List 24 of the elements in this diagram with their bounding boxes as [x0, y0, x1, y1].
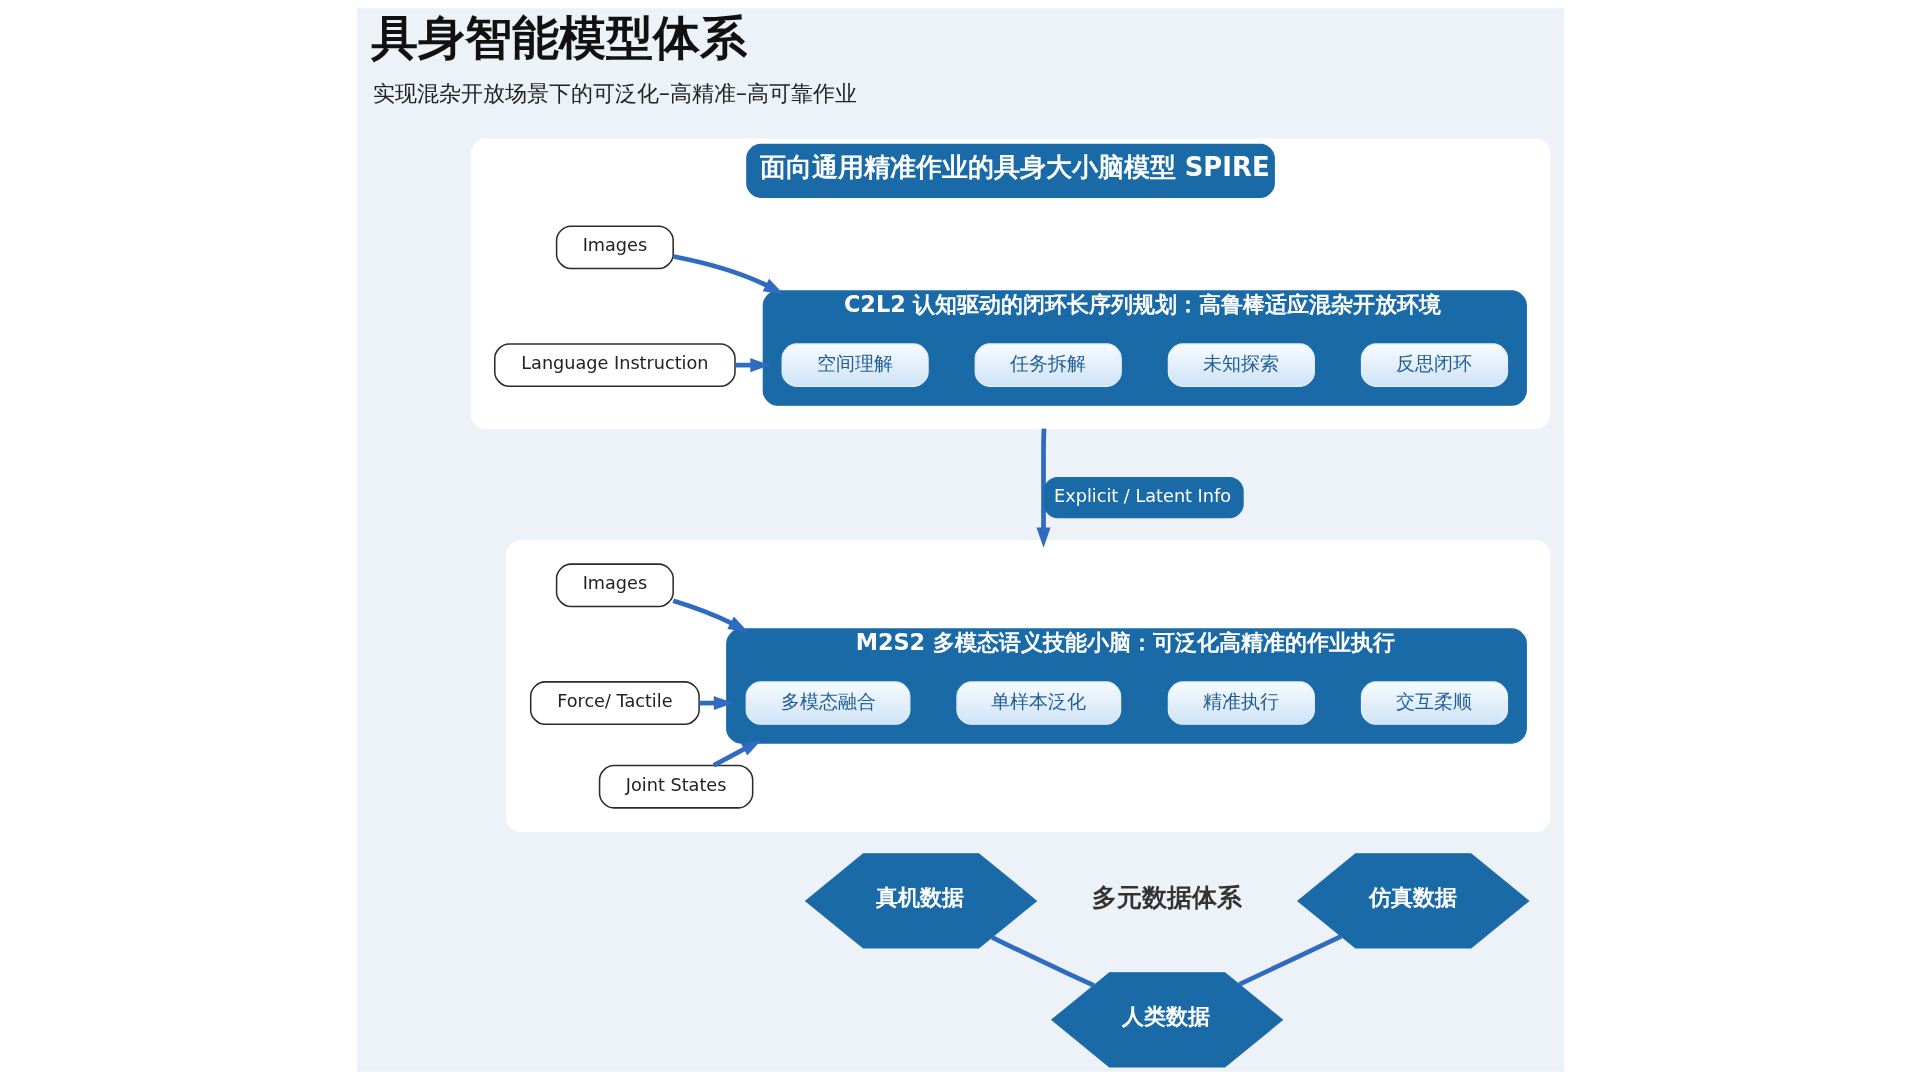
arrow	[672, 254, 784, 295]
arrow	[712, 739, 762, 768]
node-box: 空间理解	[781, 343, 929, 387]
node-box: Images	[555, 225, 674, 270]
label: 实现混杂开放场景下的可泛化–高精准–高可靠作业	[372, 79, 857, 106]
node-box: Language Instruction	[493, 343, 736, 388]
diagram-title: 具身智能模型体系	[370, 10, 747, 66]
node-box: 任务拆解	[974, 343, 1122, 387]
node-box: 交互柔顺	[1360, 681, 1508, 725]
arrow	[672, 598, 748, 633]
arrow	[1036, 428, 1051, 548]
connector	[1237, 934, 1342, 987]
node-box: Force/ Tactile	[529, 681, 700, 726]
label: 多元数据体系	[1091, 882, 1242, 912]
node-box: 多模态融合	[745, 681, 910, 725]
node-box: 未知探索	[1167, 343, 1315, 387]
node-box: 反思闭环	[1360, 343, 1508, 387]
cluster	[505, 540, 1550, 832]
node-box: 单样本泛化	[955, 681, 1121, 725]
node-box: Images	[555, 563, 674, 608]
connector	[990, 935, 1095, 988]
edge-label: Explicit / Latent Info	[1053, 486, 1231, 507]
node-box: Joint States	[598, 764, 753, 809]
node-box: 精准执行	[1167, 681, 1315, 725]
